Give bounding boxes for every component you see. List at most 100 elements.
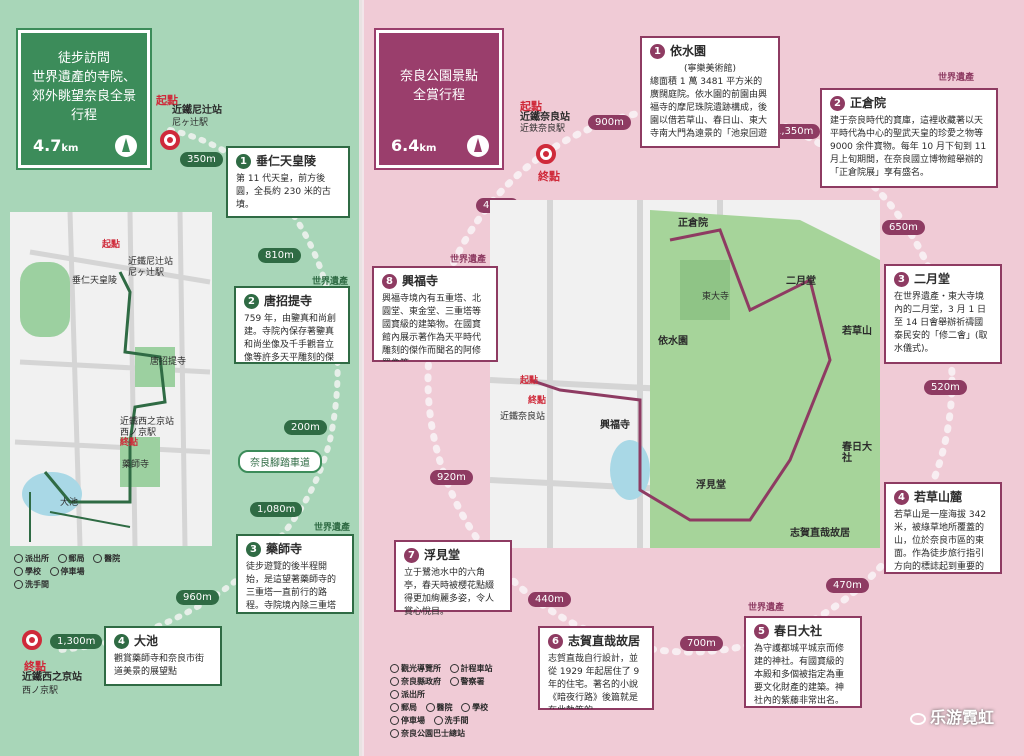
spot-desc: 志賀直哉自行設計，並從 1929 年起居住了 9 年的住宅。著名的小說《暗夜行路… [548,654,640,709]
left-end-pin-icon [22,630,42,650]
spot-name: 大池 [134,634,159,648]
left-heritage-tag-1: 世界遺產 [312,277,349,287]
right-map-isuien: 依水園 [658,336,688,347]
left-end-label: 終點 [24,660,46,673]
left-route-map: 起點 近鐵尼辻站 尼ヶ辻駅 垂仁天皇陵 唐招提寺 近鐵西之京站 西ノ京駅 終點 … [10,212,212,546]
right-map-start: 起點 [520,376,539,386]
left-map-drawing [10,212,212,546]
right-segment-3: 650m [882,220,925,235]
spot-desc: 徒步遊覽的後半程開始，是這望著藥師寺的三重塔一直前行的路程。寺院境內除三重塔之外… [246,562,337,611]
spot-desc: 為守護都城平城京而修建的神社。有國寶級的本殿和多個被指定為重要文化財產的建築。神… [754,644,845,706]
watermark: 乐游霓虹 [909,704,994,728]
right-route-map: 正倉院 二月堂 若草山 東大寺 依水園 興福寺 春日大社 浮見堂 志賀直哉故居 … [490,200,880,548]
left-end-station: 近鐵西之京站 [22,672,82,683]
left-heritage-tag-2: 世界遺產 [314,523,351,533]
right-map-shosoin: 正倉院 [678,218,708,229]
spot-desc: 第 11 代天皇，前方後圓，全長約 230 米的古墳。 [236,174,331,210]
left-map-pond: 大池 [60,498,79,508]
left-route-distance: 4.7km [33,136,79,155]
spot-sub: (寧樂美術館) [683,64,737,74]
compass-icon [115,135,137,157]
right-map-drawing [490,200,880,548]
spot-desc: 在世界遺產・東大寺境內的二月堂，3 月 1 日至 14 日會舉辦祈禱國泰民安的「… [894,292,988,354]
spot-name: 二月堂 [914,272,951,286]
right-heritage-tag-1: 世界遺產 [938,73,975,83]
bike-road-label: 奈良腳踏車道 [238,450,322,473]
spot-name: 藥師寺 [266,542,303,556]
spot-name: 春日大社 [774,624,823,638]
spot-name: 依水園 [670,44,707,58]
left-map-start: 起點 [102,240,121,250]
right-heritage-tag-3: 世界遺產 [748,603,785,613]
right-start-label: 起點 [520,100,542,113]
left-route-title: 徒步訪問 世界遺產的寺院、 郊外眺望奈良全景 行程 [31,51,136,123]
spot-name: 志賀直哉故居 [568,634,641,648]
left-map-saidaiji-sub: 西ノ京駅 [120,428,157,438]
right-map-ukimido: 浮見堂 [696,480,726,491]
left-map-toshodaiji: 唐招提寺 [150,357,187,367]
spot-desc: 總面積 1 萬 3481 平方米的廣闊庭院。依水園的前園由興福寺的摩尼珠院遺跡構… [650,77,768,139]
left-map-saidaiji-station: 近鐵西之京站 [120,417,175,427]
spot-desc: 興福寺境內有五重塔、北圓堂、東金堂、三重塔等國寶級的建築物。在國寶館內展示著作為… [382,294,482,361]
left-map-tomb: 垂仁天皇陵 [72,276,118,286]
spot-desc: 759 年，由鑒真和尚創建。寺院內保存著鑒真和尚坐像及千手觀音立像等許多天平雕刻… [244,314,337,363]
compass-icon [467,135,489,157]
spot-desc: 建于奈良時代的寶庫，這裡收藏著以天平時代為中心的聖武天皇的珍愛之物等 9000 … [830,116,987,178]
left-route-title-box: 徒步訪問 世界遺產的寺院、 郊外眺望奈良全景 行程 4.7km [16,28,152,170]
left-segment-1: 350m [180,152,223,167]
right-segment-4: 520m [924,380,967,395]
right-segment-2: 1,350m [768,124,821,139]
left-segment-4: 1,080m [250,502,303,517]
right-map-wakakusa: 若草山 [842,326,872,337]
left-legend: 派出所 郵局 醫院 學校 停車場 洗手間 [14,552,134,591]
spot-desc: 立于鷺池水中的六角亭，春天時被櫻花點綴得更加絢麗多姿，令人賞心悅目。 [404,568,495,617]
spot-desc: 觀賞藥師寺和奈良市街道美景的展望點 [114,654,205,677]
left-start-station: 近鐵尼辻站 [172,105,222,116]
spot-name: 若草山麓 [914,490,963,504]
left-map-station-sub: 尼ヶ辻駅 [128,268,165,278]
right-route-distance: 6.4km [391,136,437,155]
spot-name: 正倉院 [850,96,887,110]
right-route-title: 奈良公園景點 全賞行程 [399,69,478,103]
right-map-end: 終點 [528,396,547,406]
right-route-title-box: 奈良公園景點 全賞行程 6.4km [374,28,504,170]
left-segment-2: 810m [258,248,301,263]
right-map-todaiji: 東大寺 [702,292,730,302]
right-start-station: 近鐵奈良站 [520,112,570,123]
left-end-station-sub: 西ノ京駅 [22,686,59,696]
right-start-station-sub: 近鉄奈良駅 [520,124,566,134]
spot-desc: 若草山是一座海拔 342 米，被綠草地所覆蓋的山，位於奈良市區的東面。作為徒步旅… [894,510,987,572]
right-end-label: 終點 [538,170,560,183]
left-segment-3: 200m [284,420,327,435]
right-segment-6: 700m [680,636,723,651]
right-map-station: 近鐵奈良站 [500,412,546,422]
right-map-nigatsudo: 二月堂 [786,276,816,287]
right-map-shiga: 志賀直哉故居 [790,528,850,539]
spot-name: 浮見堂 [424,548,461,562]
left-segment-5: 960m [176,590,219,605]
left-map-yakushiji: 藥師寺 [122,460,150,470]
spot-name: 唐招提寺 [264,294,313,308]
left-start-station-sub: 尼ヶ辻駅 [172,118,209,128]
right-segment-8: 920m [430,470,473,485]
left-segment-6: 1,300m [50,634,103,649]
left-route-dots [57,127,341,653]
right-map-kasuga: 春日大社 [842,442,872,464]
spot-name: 垂仁天皇陵 [256,154,317,168]
right-heritage-tag-2: 世界遺產 [450,255,487,265]
left-start-pin-icon [160,130,180,150]
right-segment-7: 440m [528,592,571,607]
right-legend: 觀光導覽所 計程車站 奈良縣政府 警察署 派出所 郵局 醫院 學校 停車場 洗手… [390,662,530,740]
